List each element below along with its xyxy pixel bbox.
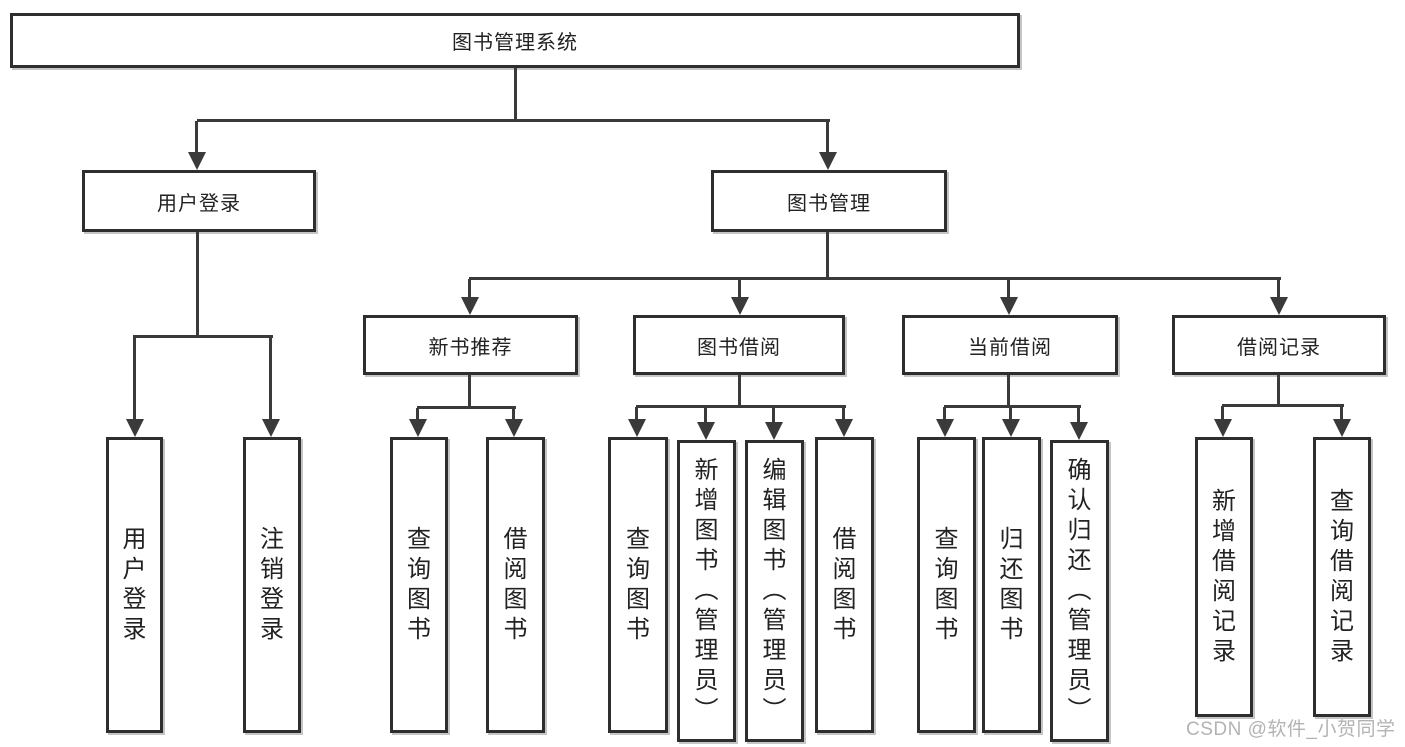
node-book-management-label: 图书管理 — [787, 192, 871, 215]
arrow-to-d-return-books — [1009, 407, 1012, 419]
node-book-borrow: 图书借阅 — [633, 315, 845, 375]
node-book-management: 图书管理 — [711, 170, 947, 232]
leaf-record-add-label: 新增借阅记录 — [1212, 488, 1236, 665]
connector-book-management-stem — [826, 232, 829, 279]
connector-borrow-record-stem — [1277, 375, 1280, 406]
leaf-borrow-edit-books-admin: 编辑图书︵管理员︶ — [745, 440, 804, 742]
leaf-record-query: 查询借阅记录 — [1313, 437, 1371, 717]
arrow-to-d-confirm-return — [1077, 407, 1080, 422]
connector-level3-rail — [469, 277, 1281, 280]
connector-book-borrow-stem — [738, 375, 741, 407]
connector-root-stem — [514, 68, 517, 121]
leaf-recommend-query-books-label: 查询图书 — [407, 526, 431, 643]
arrow-to-e-query-record — [1340, 406, 1343, 419]
node-user-login: 用户登录 — [82, 170, 316, 232]
connector-current-borrow-rail — [944, 405, 1081, 408]
node-borrow-record-label: 借阅记录 — [1237, 336, 1321, 359]
arrow-to-c-add-books — [704, 407, 707, 422]
arrow-to-d-query-books — [943, 407, 946, 419]
leaf-record-add: 新增借阅记录 — [1195, 437, 1253, 717]
leaf-borrow-add-books-admin: 新增图书︵管理员︶ — [677, 440, 736, 742]
connector-level2-rail — [197, 119, 830, 122]
arrow-to-book-management — [826, 121, 829, 152]
leaf-borrow-add-books-admin-label: 新增图书︵管理员︶ — [694, 457, 719, 724]
arrow-to-b-query-books — [416, 408, 419, 419]
leaf-borrow-borrow-books-label: 借阅图书 — [832, 526, 857, 643]
leaf-borrow-borrow-books: 借阅图书 — [815, 437, 874, 733]
leaf-borrow-query-books: 查询图书 — [608, 437, 668, 733]
leaf-recommend-borrow-books-label: 借阅图书 — [503, 526, 528, 643]
node-current-borrow: 当前借阅 — [902, 315, 1118, 375]
arrow-to-leaf-logout — [269, 337, 272, 419]
leaf-user-login: 用户登录 — [106, 437, 163, 733]
leaf-current-return-books-label: 归还图书 — [999, 526, 1024, 643]
connector-user-login-rail — [133, 335, 273, 338]
leaf-recommend-borrow-books: 借阅图书 — [486, 437, 545, 733]
leaf-logout: 注销登录 — [243, 437, 301, 733]
node-user-login-label: 用户登录 — [157, 192, 241, 215]
leaf-current-query-books: 查询图书 — [917, 437, 976, 733]
node-current-borrow-label: 当前借阅 — [968, 336, 1052, 359]
leaf-borrow-query-books-label: 查询图书 — [626, 526, 650, 643]
arrow-to-new-book-recommend — [468, 279, 471, 297]
arrow-to-e-add-record — [1221, 406, 1224, 419]
leaf-current-confirm-return-admin-label: 确认归还︵管理员︶ — [1067, 457, 1092, 724]
node-borrow-record: 借阅记录 — [1172, 315, 1386, 375]
arrow-to-user-login — [195, 121, 198, 152]
csdn-watermark: CSDN @软件_小贺同学 — [1186, 719, 1396, 740]
node-library-system-label: 图书管理系统 — [452, 32, 578, 54]
node-book-borrow-label: 图书借阅 — [697, 336, 781, 359]
arrow-to-leaf-user-login — [133, 337, 136, 419]
connector-user-login-stem — [196, 232, 199, 337]
arrow-to-c-query-books — [635, 407, 638, 419]
arrow-to-c-edit-books — [772, 407, 775, 422]
arrow-to-borrow-record — [1277, 279, 1280, 297]
leaf-record-query-label: 查询借阅记录 — [1330, 488, 1354, 665]
leaf-current-return-books: 归还图书 — [982, 437, 1041, 733]
arrow-to-current-borrow — [1007, 279, 1010, 297]
connector-book-borrow-rail — [636, 405, 846, 408]
arrow-to-c-borrow-books — [842, 407, 845, 419]
node-new-book-recommend: 新书推荐 — [363, 315, 578, 375]
arrow-to-b-borrow-books — [512, 408, 515, 419]
connector-current-borrow-stem — [1007, 375, 1010, 407]
leaf-current-query-books-label: 查询图书 — [934, 526, 959, 643]
leaf-current-confirm-return-admin: 确认归还︵管理员︶ — [1050, 440, 1109, 742]
leaf-recommend-query-books: 查询图书 — [390, 437, 448, 733]
leaf-user-login-label: 用户登录 — [122, 526, 147, 643]
node-library-system: 图书管理系统 — [10, 13, 1020, 68]
connector-new-book-rail — [417, 406, 516, 409]
arrow-to-book-borrow — [738, 279, 741, 297]
leaf-borrow-edit-books-admin-label: 编辑图书︵管理员︶ — [762, 457, 787, 724]
connector-borrow-record-rail — [1222, 404, 1344, 407]
connector-new-book-stem — [468, 375, 471, 408]
leaf-logout-label: 注销登录 — [260, 526, 284, 643]
node-new-book-recommend-label: 新书推荐 — [428, 336, 513, 359]
